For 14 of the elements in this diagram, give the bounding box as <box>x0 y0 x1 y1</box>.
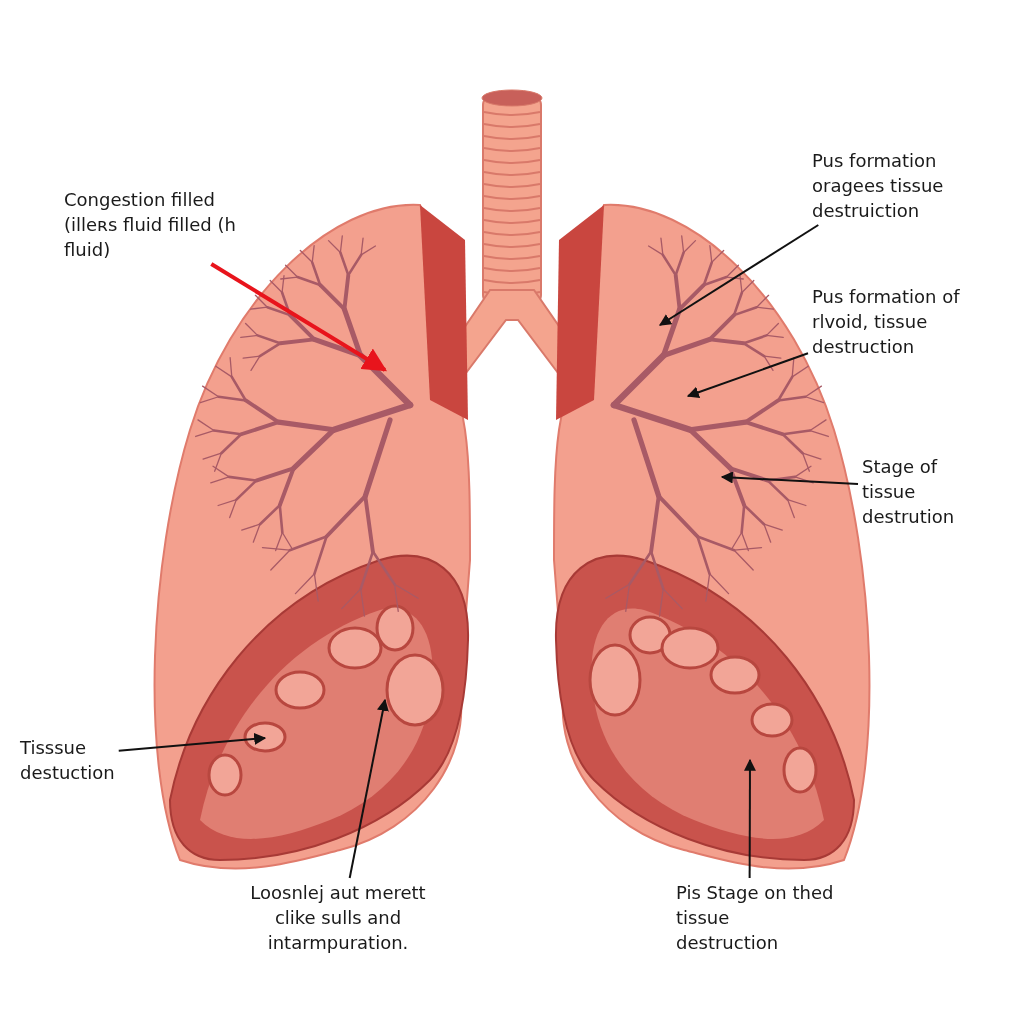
leader-arrow <box>117 732 267 752</box>
leader-arrow <box>348 698 389 879</box>
callout-text: Pus formation oragees tissue destruiction <box>812 149 945 223</box>
callout-text: Stage of tissue destrution <box>862 455 956 529</box>
callout-text: Pus formation of rlvoid, tissue destruction <box>812 285 961 359</box>
leader-arrow <box>743 758 756 879</box>
leader-arrow <box>659 224 820 326</box>
callout-text: Congestion filled (illeʀs fluid filled (h fluid) <box>64 188 237 262</box>
callout-text: Pis Stage on thed tissue destruction <box>676 881 835 955</box>
leader-arrow <box>720 471 859 485</box>
callout-text: Loosnlej aut merett clike sulls and intarmpuration. <box>249 881 427 955</box>
callout-text: Tisssue destuction <box>20 736 116 785</box>
leader-arrow <box>210 262 388 372</box>
leader-arrow <box>686 352 809 399</box>
